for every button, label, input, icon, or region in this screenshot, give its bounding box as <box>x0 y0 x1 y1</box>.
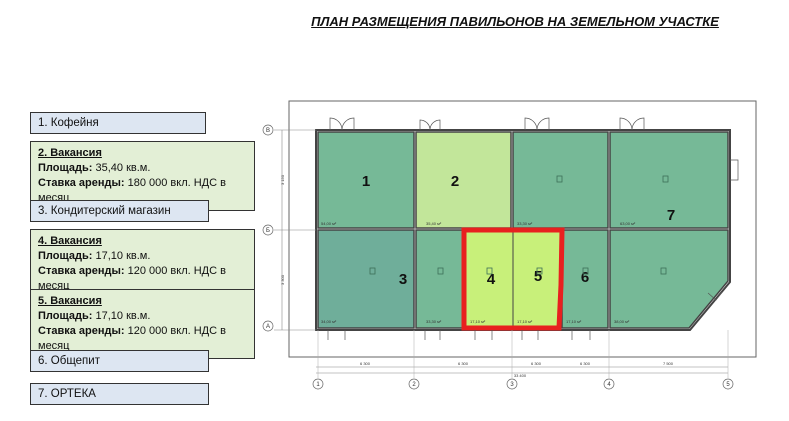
area-label: 34,00 м² <box>321 319 337 324</box>
room-marker <box>662 175 669 183</box>
room-number-2: 2 <box>451 173 459 190</box>
room-7-top[interactable] <box>609 131 729 229</box>
room-marker <box>486 267 493 275</box>
axis-label-bottom: 2 <box>412 382 416 388</box>
legend-item-vacancy-4-head: 4. Вакансия <box>38 235 102 247</box>
dim-left: 3 300 <box>280 274 285 285</box>
plan-title: ПЛАН РАЗМЕЩЕНИЯ ПАВИЛЬОНОВ НА ЗЕМЕЛЬНОМ … <box>311 14 719 29</box>
area-label: 63,00 м² <box>620 221 636 226</box>
area-label: 54,00 м² <box>321 221 337 226</box>
area-label: 33,30 м² <box>517 221 533 226</box>
room-number-6: 6 <box>581 269 589 286</box>
legend-item-vacancy-5-head: 5. Вакансия <box>38 295 102 307</box>
legend-item-confectionery[interactable]: 3. Кондитерский магазин <box>30 200 209 222</box>
dim-bottom: 6 300 <box>531 361 542 366</box>
left-axes: В Б А 3 150 3 300 <box>262 124 316 332</box>
legend-item-vacancy-5-area: Площадь: 17,10 кв.м. <box>38 310 151 322</box>
bottom-axes: 6 300 6 300 6 300 6 300 7 500 33 400 1 2… <box>312 330 734 390</box>
axis-label-left: В <box>266 128 270 134</box>
area-label: 17,10 м² <box>566 319 582 324</box>
legend-item-vacancy-5[interactable]: 5. Вакансия Площадь: 17,10 кв.м. Ставка … <box>30 289 255 359</box>
dim-left: 3 150 <box>280 174 285 185</box>
legend-item-orteka[interactable]: 7. ОРТЕКА <box>30 383 209 405</box>
dim-bottom: 6 300 <box>580 361 591 366</box>
room-marker <box>536 267 543 275</box>
legend-item-vacancy-4-area: Площадь: 17,10 кв.м. <box>38 250 151 262</box>
legend-item-coffee-label: 1. Кофейня <box>38 117 99 129</box>
axis-label-left: Б <box>266 228 270 234</box>
plot-boundary <box>288 100 757 358</box>
room-marker <box>556 175 563 183</box>
axis-label-left: А <box>266 324 270 330</box>
area-label: 38,00 м² <box>614 319 630 324</box>
room-bottom-left[interactable] <box>415 229 465 329</box>
room-3[interactable] <box>317 229 415 329</box>
area-label: 17,10 м² <box>470 319 486 324</box>
area-label: 35,40 м² <box>426 221 442 226</box>
legend-item-vacancy-2-head: 2. Вакансия <box>38 147 102 159</box>
room-5[interactable] <box>512 231 561 327</box>
legend-item-vacancy-2-area: Площадь: 35,40 кв.м. <box>38 162 151 174</box>
room-number-7: 7 <box>667 207 675 224</box>
vacancy-highlight <box>461 227 565 331</box>
room-marker <box>369 267 376 275</box>
axis-label-bottom: 3 <box>510 382 514 388</box>
dim-bottom: 7 500 <box>663 361 674 366</box>
room-1[interactable] <box>317 131 415 229</box>
room-number-5: 5 <box>534 268 542 285</box>
room-marker <box>660 267 667 275</box>
legend-item-catering[interactable]: 6. Общепит <box>30 350 209 372</box>
room-marker <box>437 267 444 275</box>
legend-item-orteka-label: 7. ОРТЕКА <box>38 388 96 400</box>
axis-label-bottom: 4 <box>607 382 611 388</box>
legend-item-coffee[interactable]: 1. Кофейня <box>30 112 206 134</box>
dim-total: 33 400 <box>514 373 527 378</box>
legend-item-vacancy-4[interactable]: 4. Вакансия Площадь: 17,10 кв.м. Ставка … <box>30 229 255 299</box>
room-2[interactable] <box>415 131 512 229</box>
legend-item-catering-label: 6. Общепит <box>38 355 100 367</box>
area-label: 17,10 м² <box>517 319 533 324</box>
legend-item-confectionery-label: 3. Кондитерский магазин <box>38 205 171 217</box>
side-windows <box>707 159 739 301</box>
dim-bottom: 6 300 <box>458 361 469 366</box>
doors-bottom <box>327 330 591 340</box>
axis-label-bottom: 5 <box>726 382 730 388</box>
room-top-3[interactable] <box>512 131 609 229</box>
dim-bottom: 6 300 <box>360 361 371 366</box>
room-7-bottom[interactable] <box>609 229 729 329</box>
room-number-1: 1 <box>362 173 370 190</box>
room-number-3: 3 <box>399 271 407 288</box>
area-label: 33,30 м² <box>426 319 442 324</box>
room-marker <box>582 267 589 275</box>
axis-label-bottom: 1 <box>316 382 320 388</box>
doors-top <box>329 117 645 131</box>
legend-item-vacancy-5-rent: Ставка аренды: 120 000 вкл. НДС в месяц <box>38 325 226 352</box>
room-number-4: 4 <box>487 271 496 288</box>
